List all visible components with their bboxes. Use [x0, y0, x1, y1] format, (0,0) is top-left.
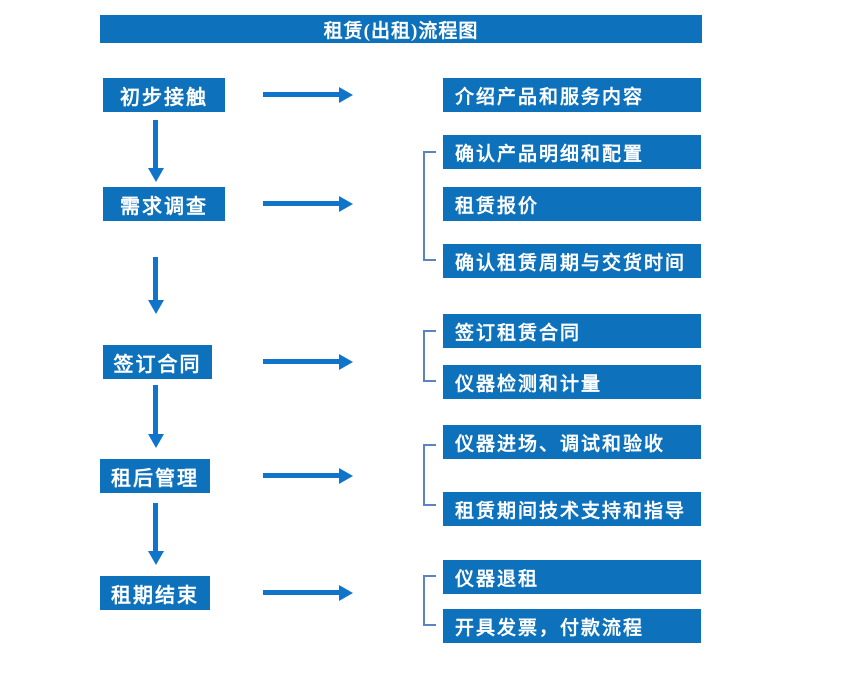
cluster-bracket-post-management — [423, 444, 436, 506]
cluster-bracket-demand-survey — [423, 151, 436, 261]
arrow-shaft — [263, 92, 340, 97]
detail-box-rental-quote: 租赁报价 — [443, 187, 701, 221]
detail-box-invoice-payment: 开具发票，付款流程 — [443, 609, 701, 643]
stage-box-demand-survey: 需求调查 — [103, 187, 225, 221]
detail-box-confirm-period-delivery: 确认租赁周期与交货时间 — [443, 244, 701, 278]
arrow-shaft — [263, 473, 340, 478]
arrow-shaft — [153, 503, 158, 551]
arrow-head — [148, 300, 164, 314]
arrow-head — [339, 585, 353, 601]
flow-arrow-right — [263, 354, 353, 370]
detail-box-instrument-testing: 仪器检测和计量 — [443, 365, 701, 399]
arrow-head — [339, 354, 353, 370]
arrow-shaft — [153, 120, 158, 168]
detail-box-instrument-entry: 仪器进场、调试和验收 — [443, 425, 701, 459]
arrow-shaft — [263, 359, 340, 364]
detail-box-tech-support: 租赁期间技术支持和指导 — [443, 492, 701, 526]
title-banner: 租赁(出租)流程图 — [100, 15, 702, 43]
cluster-bracket-sign-contract — [423, 330, 436, 382]
stage-box-sign-contract: 签订合同 — [103, 345, 212, 379]
flow-arrow-down — [148, 385, 164, 448]
detail-box-confirm-product-config: 确认产品明细和配置 — [443, 135, 701, 169]
arrow-head — [148, 168, 164, 182]
detail-box-instrument-return: 仪器退租 — [443, 560, 701, 594]
arrow-head — [339, 87, 353, 103]
flow-arrow-down — [148, 120, 164, 182]
stage-box-post-rental-management: 租后管理 — [100, 459, 210, 493]
detail-box-introduce-products: 介绍产品和服务内容 — [443, 78, 701, 112]
arrow-shaft — [153, 257, 158, 300]
flow-arrow-down — [148, 503, 164, 565]
detail-box-sign-rental-contract: 签订租赁合同 — [443, 314, 701, 348]
arrow-shaft — [263, 590, 340, 595]
flow-arrow-right — [263, 196, 353, 212]
flow-arrow-right — [263, 87, 353, 103]
cluster-bracket-rental-end — [423, 575, 436, 626]
stage-box-initial-contact: 初步接触 — [103, 78, 225, 112]
flow-arrow-right — [263, 585, 353, 601]
arrow-head — [148, 551, 164, 565]
flow-arrow-down — [148, 257, 164, 314]
arrow-shaft — [263, 201, 340, 206]
arrow-head — [148, 434, 164, 448]
arrow-head — [339, 196, 353, 212]
stage-box-rental-end: 租期结束 — [100, 576, 210, 610]
page-title: 租赁(出租)流程图 — [323, 20, 479, 42]
flow-arrow-right — [263, 468, 353, 484]
arrow-shaft — [153, 385, 158, 434]
arrow-head — [339, 468, 353, 484]
